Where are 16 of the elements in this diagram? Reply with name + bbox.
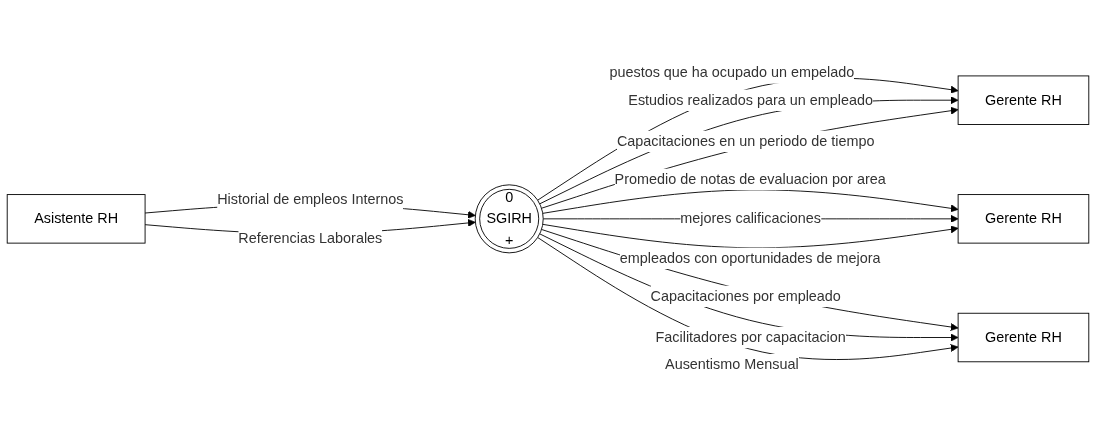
edge-label: Ausentismo Mensual: [665, 356, 799, 372]
node-box: Gerente RH: [957, 75, 1090, 125]
node-box: Gerente RH: [957, 312, 1090, 362]
edge-label: puestos que ha ocupado un empelado: [609, 64, 855, 80]
edge-label: Referencias Laborales: [238, 230, 383, 246]
edge-label: Capacitaciones por empleado: [650, 287, 841, 304]
edge-label: Estudios realizados para un empleado: [628, 91, 873, 108]
node-box: Gerente RH: [957, 193, 1090, 244]
edge-label: Historial de empleos Internos: [217, 190, 404, 206]
edge-label: Facilitadores por capacitacion: [655, 329, 846, 345]
edge-label: Capacitaciones en un periodo de tiempo: [616, 132, 875, 149]
node-circle: 0 SGIRH +: [474, 184, 544, 253]
edge-label: Promedio de notas de evaluacion por area: [614, 170, 886, 187]
node-box: Asistente RH: [6, 193, 146, 244]
edge-label: empleados con oportunidades de mejora: [619, 249, 881, 266]
edge-label: mejores calificaciones: [680, 210, 822, 226]
